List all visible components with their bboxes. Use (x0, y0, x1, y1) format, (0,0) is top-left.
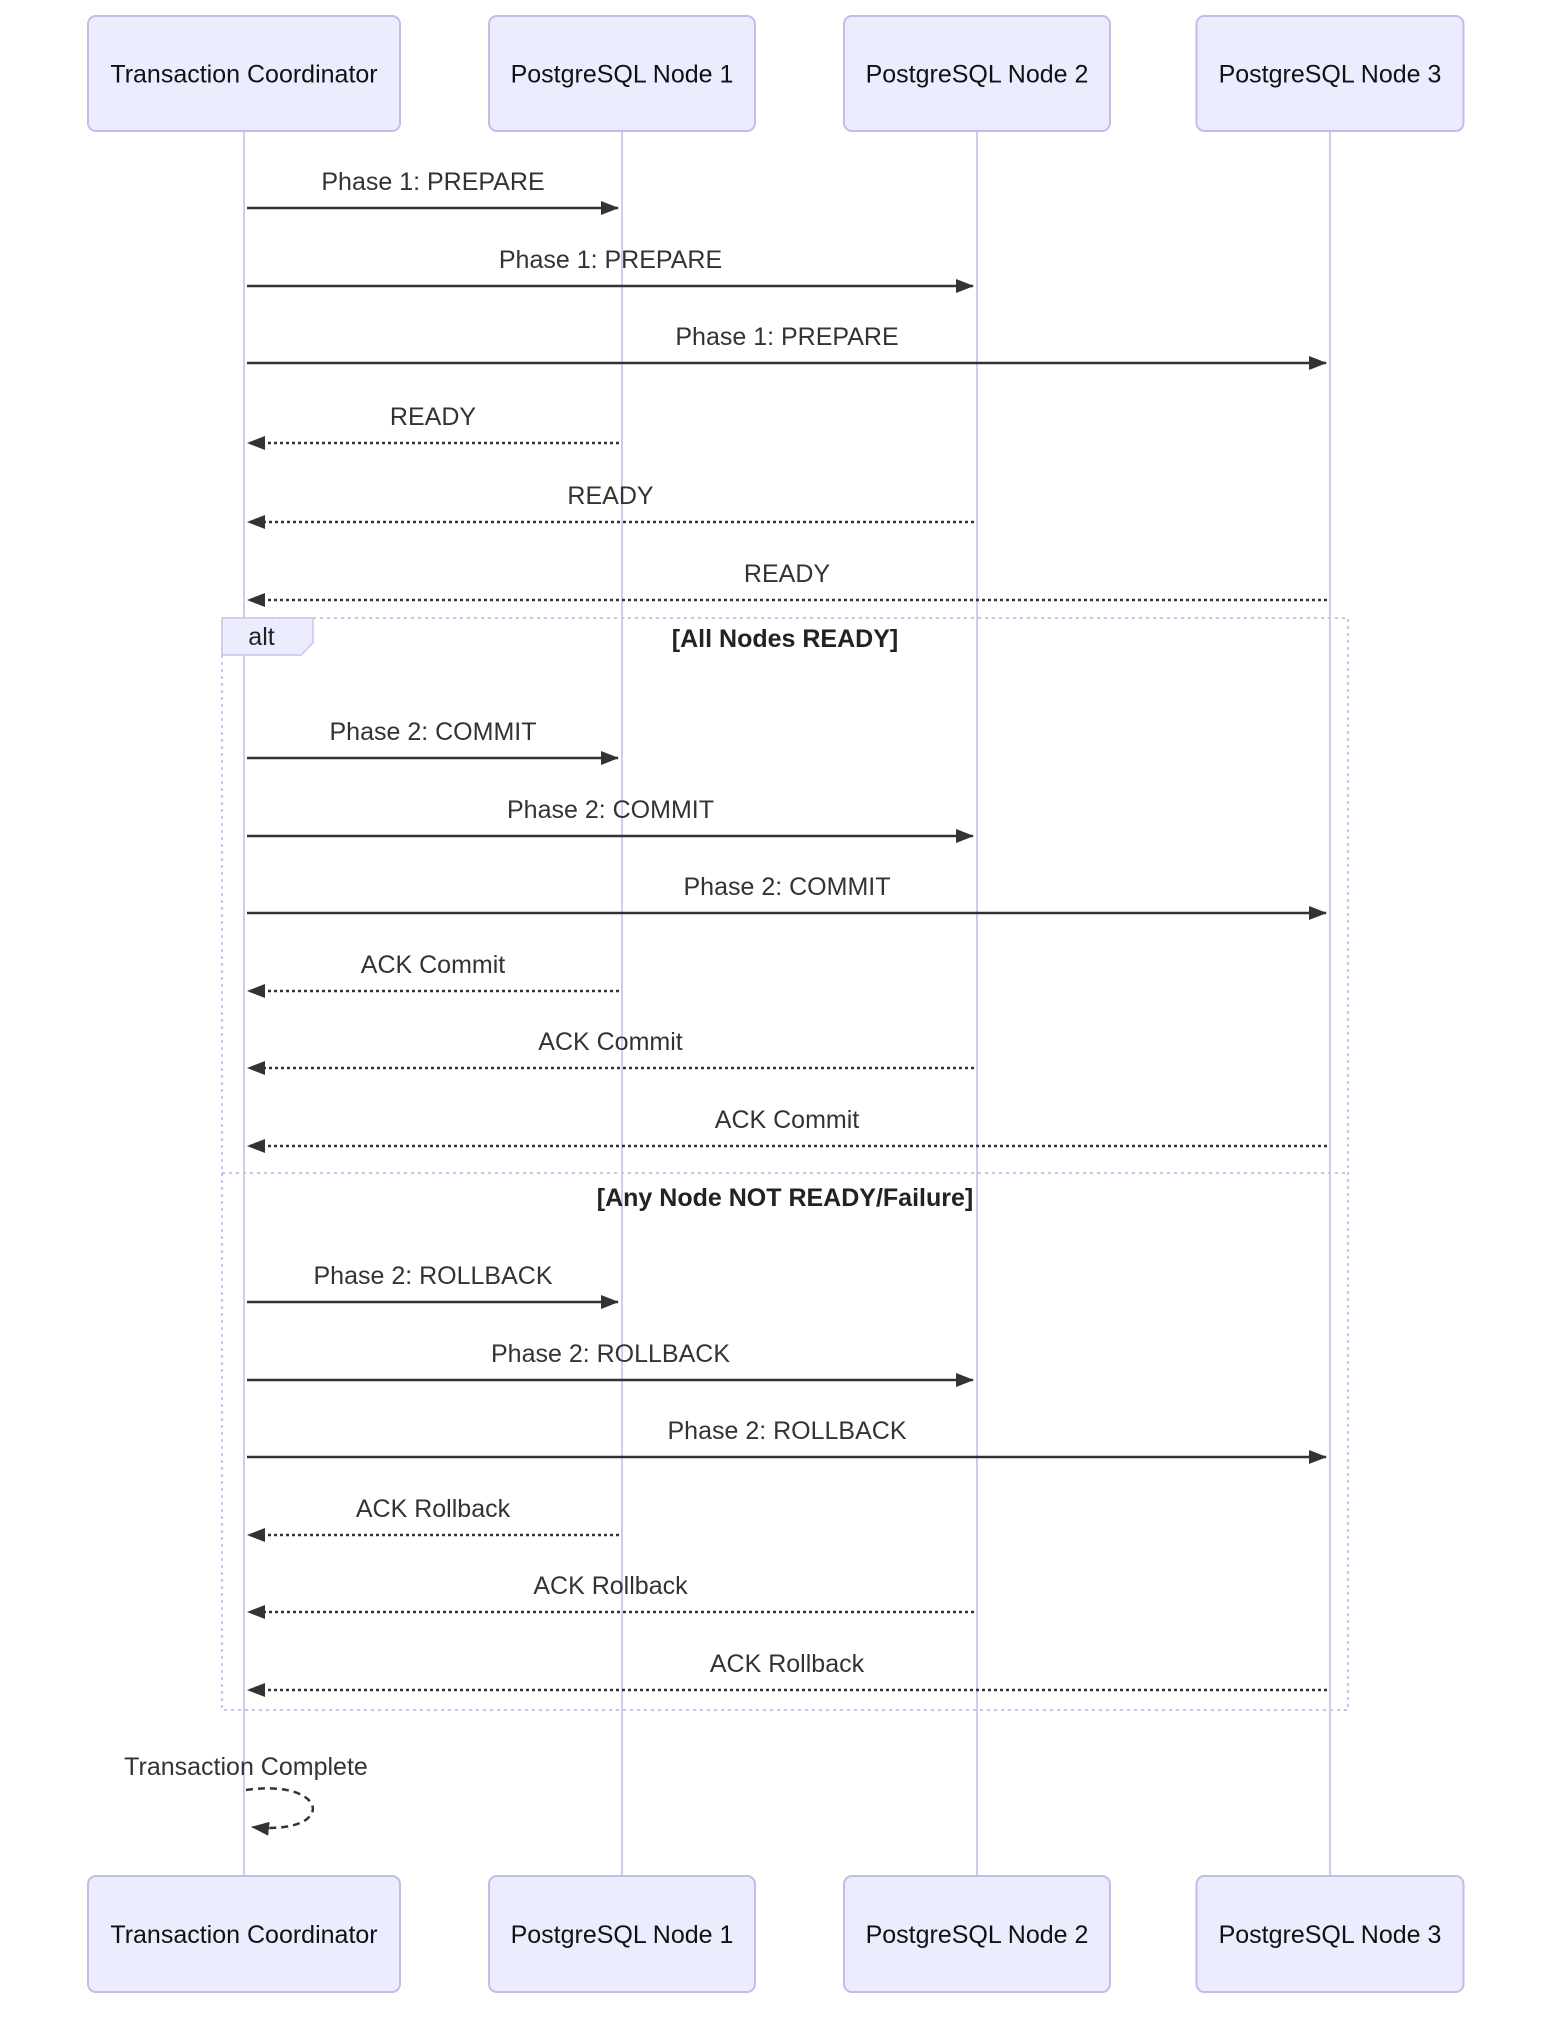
participant-label-top-1: PostgreSQL Node 1 (511, 61, 734, 89)
participant-label-top-2: PostgreSQL Node 2 (866, 61, 1089, 89)
participant-label-bottom-3: PostgreSQL Node 3 (1219, 1921, 1442, 1949)
self-message-loop (245, 1787, 314, 1836)
message-label-13: Phase 2: ROLLBACK (491, 1340, 730, 1368)
participant-box-top-2 (843, 15, 1111, 132)
self-message-label: Transaction Complete (124, 1753, 368, 1781)
participant-label-top-0: Transaction Coordinator (110, 61, 377, 89)
message-label-3: READY (390, 403, 476, 431)
message-label-0: Phase 1: PREPARE (321, 168, 544, 196)
message-label-7: Phase 2: COMMIT (507, 796, 714, 824)
message-label-5: READY (744, 560, 830, 588)
participant-box-top-3 (1195, 15, 1465, 132)
message-label-16: ACK Rollback (533, 1572, 688, 1600)
message-label-9: ACK Commit (361, 951, 506, 979)
alt-condition-1: [Any Node NOT READY/Failure] (597, 1184, 973, 1212)
message-label-14: Phase 2: ROLLBACK (667, 1417, 906, 1445)
message-label-4: READY (567, 482, 653, 510)
participant-label-bottom-2: PostgreSQL Node 2 (866, 1921, 1089, 1949)
participant-box-bottom-2 (843, 1875, 1111, 1993)
participant-box-top-1 (488, 15, 756, 132)
message-label-11: ACK Commit (715, 1106, 860, 1134)
message-label-12: Phase 2: ROLLBACK (313, 1262, 552, 1290)
participant-box-top-0 (87, 15, 401, 132)
participant-label-top-3: PostgreSQL Node 3 (1219, 61, 1442, 89)
message-label-8: Phase 2: COMMIT (684, 873, 891, 901)
alt-label-box (221, 617, 314, 656)
message-label-10: ACK Commit (538, 1028, 683, 1056)
participant-box-bottom-1 (488, 1875, 756, 1993)
message-label-1: Phase 1: PREPARE (499, 246, 722, 274)
participant-box-bottom-3 (1195, 1875, 1465, 1993)
participant-label-bottom-1: PostgreSQL Node 1 (511, 1921, 734, 1949)
alt-condition-0: [All Nodes READY] (672, 625, 898, 653)
alt-keyword: alt (248, 623, 274, 651)
message-label-6: Phase 2: COMMIT (330, 718, 537, 746)
participant-box-bottom-0 (87, 1875, 401, 1993)
participant-label-bottom-0: Transaction Coordinator (110, 1921, 377, 1949)
message-label-15: ACK Rollback (356, 1495, 511, 1523)
message-label-17: ACK Rollback (710, 1650, 865, 1678)
alt-frame (221, 617, 1349, 1711)
message-label-2: Phase 1: PREPARE (675, 323, 898, 351)
